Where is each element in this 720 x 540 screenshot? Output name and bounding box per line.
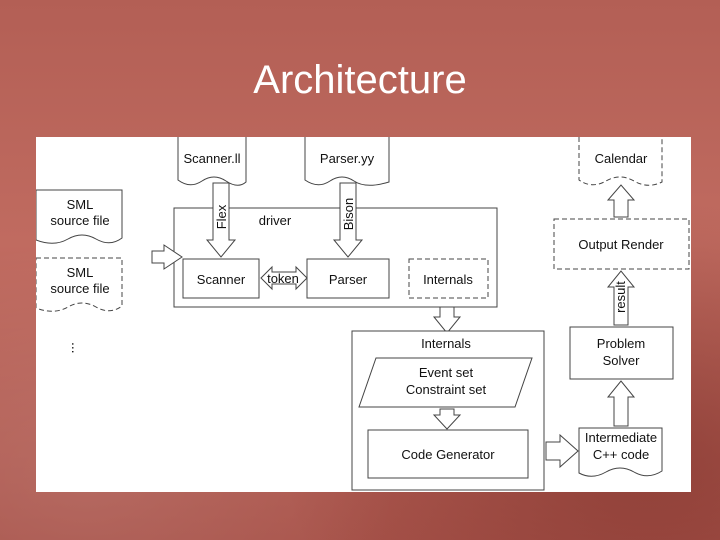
parser-label: Parser [329, 272, 368, 287]
intermediate-code-document: Intermediate C++ code [578, 427, 663, 477]
data-down-arrow [432, 408, 462, 430]
token-double-arrow [260, 265, 308, 291]
sml-source-document-dashed: SML source file [36, 257, 123, 312]
token-label: token [267, 271, 299, 286]
sml-dashed-line1: SML [67, 265, 94, 280]
flex-arrow [205, 182, 237, 258]
flex-label: Flex [214, 204, 229, 229]
code-generator-box [367, 429, 529, 479]
intermediate-line1: Intermediate [585, 430, 657, 445]
diagram-canvas: Scanner.ll Parser.yy Calendar SML source… [36, 137, 690, 491]
internals-small-box [408, 258, 489, 299]
output-render-label: Output Render [578, 237, 664, 252]
scanner-box [182, 258, 260, 299]
scanner-label: Scanner [197, 272, 246, 287]
event-constraint-data [358, 357, 533, 408]
internals-small-label: Internals [423, 272, 473, 287]
solver-line2: Solver [603, 353, 641, 368]
solver-line1: Problem [597, 336, 645, 351]
scanner-ll-label: Scanner.ll [183, 151, 240, 166]
calendar-document: Calendar [578, 137, 663, 186]
result-arrow [606, 270, 636, 326]
intermediate-to-solver-arrow [606, 380, 636, 427]
parser-box [306, 258, 390, 299]
parser-yy-label: Parser.yy [320, 151, 375, 166]
slide-title: Architecture [253, 58, 467, 102]
codegen-to-intermediate-arrow [545, 433, 579, 469]
code-generator-label: Code Generator [401, 447, 495, 462]
output-render-box [553, 218, 690, 270]
result-label: result [613, 281, 628, 313]
more-files-ellipsis: ... [69, 342, 85, 354]
sml-line1: SML [67, 197, 94, 212]
internals-big-label: Internals [421, 336, 471, 351]
intermediate-line2: C++ code [593, 447, 649, 462]
render-to-calendar-arrow [606, 184, 636, 218]
scanner-ll-document: Scanner.ll [177, 137, 247, 186]
input-arrow [151, 244, 183, 270]
constraint-set-label: Constraint set [406, 382, 487, 397]
bison-arrow [332, 182, 364, 258]
event-set-label: Event set [419, 365, 474, 380]
sml-line2: source file [50, 213, 109, 228]
bison-label: Bison [341, 198, 356, 231]
sml-source-document: SML source file [36, 189, 123, 244]
parser-yy-document: Parser.yy [304, 137, 390, 186]
internals-down-arrow [432, 306, 462, 334]
sml-dashed-line2: source file [50, 281, 109, 296]
calendar-label: Calendar [595, 151, 648, 166]
architecture-diagram: Scanner.ll Parser.yy Calendar SML source… [36, 137, 691, 492]
problem-solver-box [569, 326, 674, 380]
driver-label: driver [259, 213, 292, 228]
